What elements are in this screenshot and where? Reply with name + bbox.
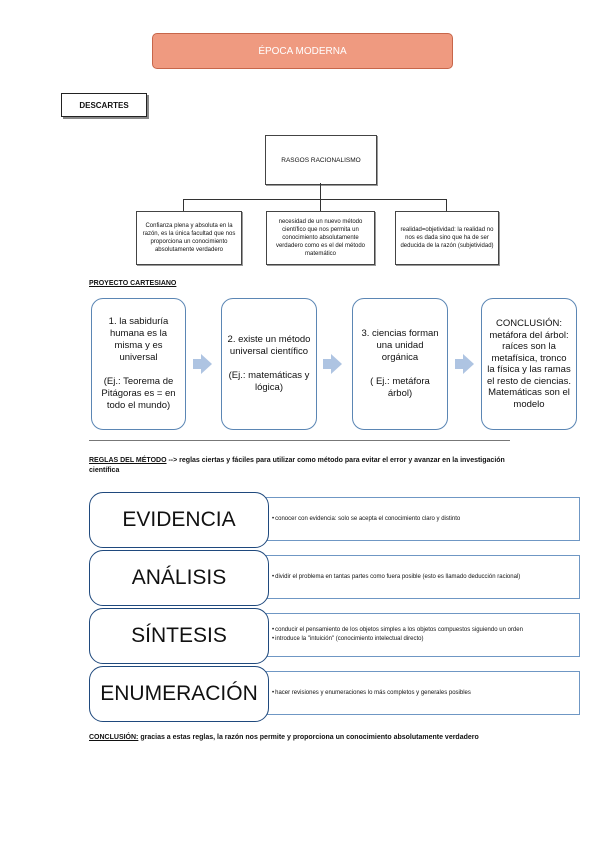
arrow-right-icon (323, 359, 331, 369)
rules-heading: REGLAS DEL MÉTODO (89, 457, 167, 464)
author-label: DESCARTES (61, 93, 147, 117)
rule-label-analisis: ANÁLISIS (89, 550, 269, 606)
rule-bullet: introduce la "intuición" (conocimiento i… (272, 635, 575, 644)
project-box-text: CONCLUSIÓN: metáfora del árbol: raíces s… (487, 318, 571, 410)
rule-bullet: conducir el pensamiento de los objetos s… (272, 626, 575, 635)
project-box: 1. la sabiduría humana es la misma y es … (91, 298, 186, 430)
rules-intro-text: --> reglas ciertas y fáciles para utiliz… (89, 457, 505, 474)
project-box: CONCLUSIÓN: metáfora del árbol: raíces s… (481, 298, 577, 430)
arrow-right-icon (455, 359, 463, 369)
arrow-right-icon (331, 354, 342, 374)
divider (89, 440, 510, 441)
tree-connector (446, 199, 447, 211)
tree-connector (183, 199, 184, 211)
project-box: 2. existe un método universal científico… (221, 298, 317, 430)
rule-label-evidencia: EVIDENCIA (89, 492, 269, 548)
conclusion-text: gracias a estas reglas, la razón nos per… (138, 734, 479, 741)
rule-bullet: dividir el problema en tantas partes com… (272, 573, 575, 582)
rule-description: conocer con evidencia: solo se acepta el… (265, 497, 580, 541)
tree-connector (183, 199, 447, 200)
rule-label-enumeracion: ENUMERACIÓN (89, 666, 269, 722)
rule-bullet: conocer con evidencia: solo se acepta el… (272, 515, 575, 524)
section-heading: PROYECTO CARTESIANO (89, 280, 177, 287)
arrow-right-icon (463, 354, 474, 374)
rule-bullet: hacer revisiones y enumeraciones lo más … (272, 689, 575, 698)
tree-root-box: RASGOS RACIONALISMO (265, 135, 377, 185)
tree-child-box: Confianza plena y absoluta en la razón, … (136, 211, 242, 265)
conclusion-label: CONCLUSIÓN: (89, 734, 139, 741)
project-box-text: 1. la sabiduría humana es la misma y es … (108, 316, 169, 363)
tree-child-box: realidad=objetividad: la realidad no nos… (395, 211, 499, 265)
tree-connector (320, 199, 321, 211)
rule-description: conducir el pensamiento de los objetos s… (265, 613, 580, 657)
project-box-example: (Ej.: matemáticas y lógica) (228, 370, 310, 393)
rules-intro: REGLAS DEL MÉTODO --> reglas ciertas y f… (89, 456, 509, 476)
rule-label-sintesis: SÍNTESIS (89, 608, 269, 664)
project-box: 3. ciencias forman una unidad orgánica ( … (352, 298, 448, 430)
arrow-right-icon (201, 354, 212, 374)
project-box-text: 3. ciencias forman una unidad orgánica (361, 328, 439, 363)
rule-description: dividir el problema en tantas partes com… (265, 555, 580, 599)
project-box-example: (Ej.: Teorema de Pitágoras es = en todo … (101, 376, 176, 411)
tree-child-box: necesidad de un nuevo método científico … (266, 211, 375, 265)
page-title: ÉPOCA MODERNA (152, 33, 453, 69)
project-box-text: 2. existe un método universal científico (227, 334, 311, 357)
rule-description: hacer revisiones y enumeraciones lo más … (265, 671, 580, 715)
arrow-right-icon (193, 359, 201, 369)
project-box-example: ( Ej.: metáfora árbol) (370, 376, 430, 399)
tree-connector (320, 183, 321, 199)
conclusion: CONCLUSIÓN: gracias a estas reglas, la r… (89, 733, 509, 743)
